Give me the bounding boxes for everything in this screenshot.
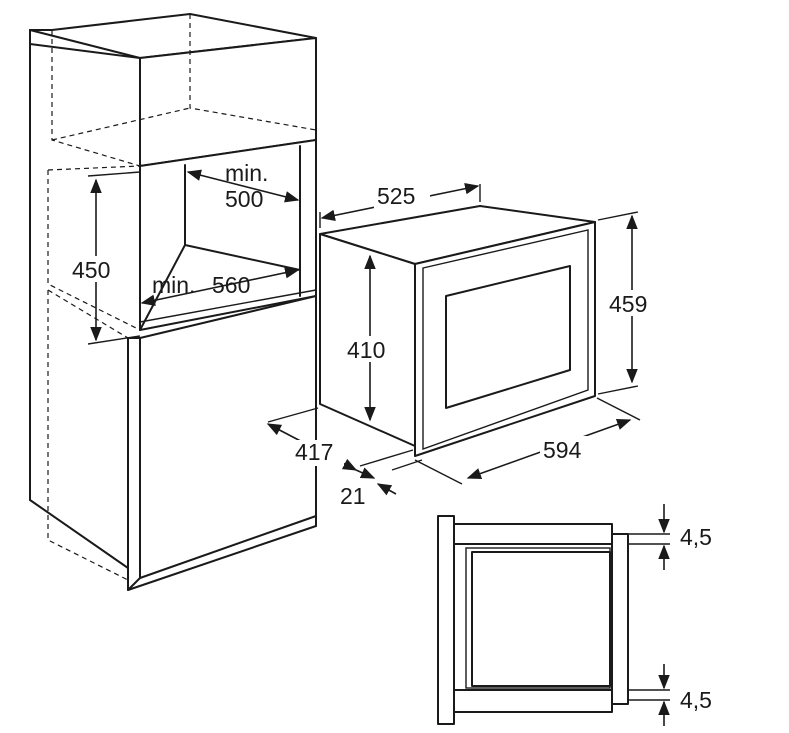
niche-height-value: 450 (72, 257, 110, 283)
niche-height-dimension: 450 (70, 171, 141, 345)
niche-width-dimension: min. 560 (140, 267, 300, 306)
niche-depth-prefix: min. (225, 160, 268, 186)
oven-front-thickness-dimension: 21 (340, 459, 423, 509)
gap-top-dimension: 4,5 (658, 504, 712, 570)
oven-width-value: 594 (543, 437, 582, 463)
gap-bottom-dimension: 4,5 (658, 664, 712, 726)
built-in-oven (319, 205, 596, 457)
niche-depth-value: 500 (225, 186, 263, 212)
oven-width-dimension: 594 (414, 397, 641, 485)
niche-depth-dimension: min. 500 (186, 160, 300, 212)
oven-body-depth-value: 417 (295, 439, 333, 465)
oven-depth-top-dimension: 525 (319, 182, 481, 228)
gap-top-value: 4,5 (680, 524, 712, 550)
oven-body-height-value: 410 (347, 337, 385, 363)
niche-width-value: 560 (212, 272, 250, 298)
gap-bottom-value: 4,5 (680, 687, 712, 713)
oven-body-depth-dimension: 417 (266, 407, 414, 471)
oven-front-height-value: 459 (609, 291, 647, 317)
oven-body-height-dimension: 410 (344, 254, 398, 422)
side-section-view (437, 515, 670, 725)
oven-depth-top-value: 525 (377, 183, 415, 209)
oven-front-thickness-value: 21 (340, 483, 366, 509)
niche-width-label: min. (152, 272, 195, 298)
tall-cabinet (29, 13, 317, 591)
oven-front-height-dimension: 459 (597, 211, 660, 395)
